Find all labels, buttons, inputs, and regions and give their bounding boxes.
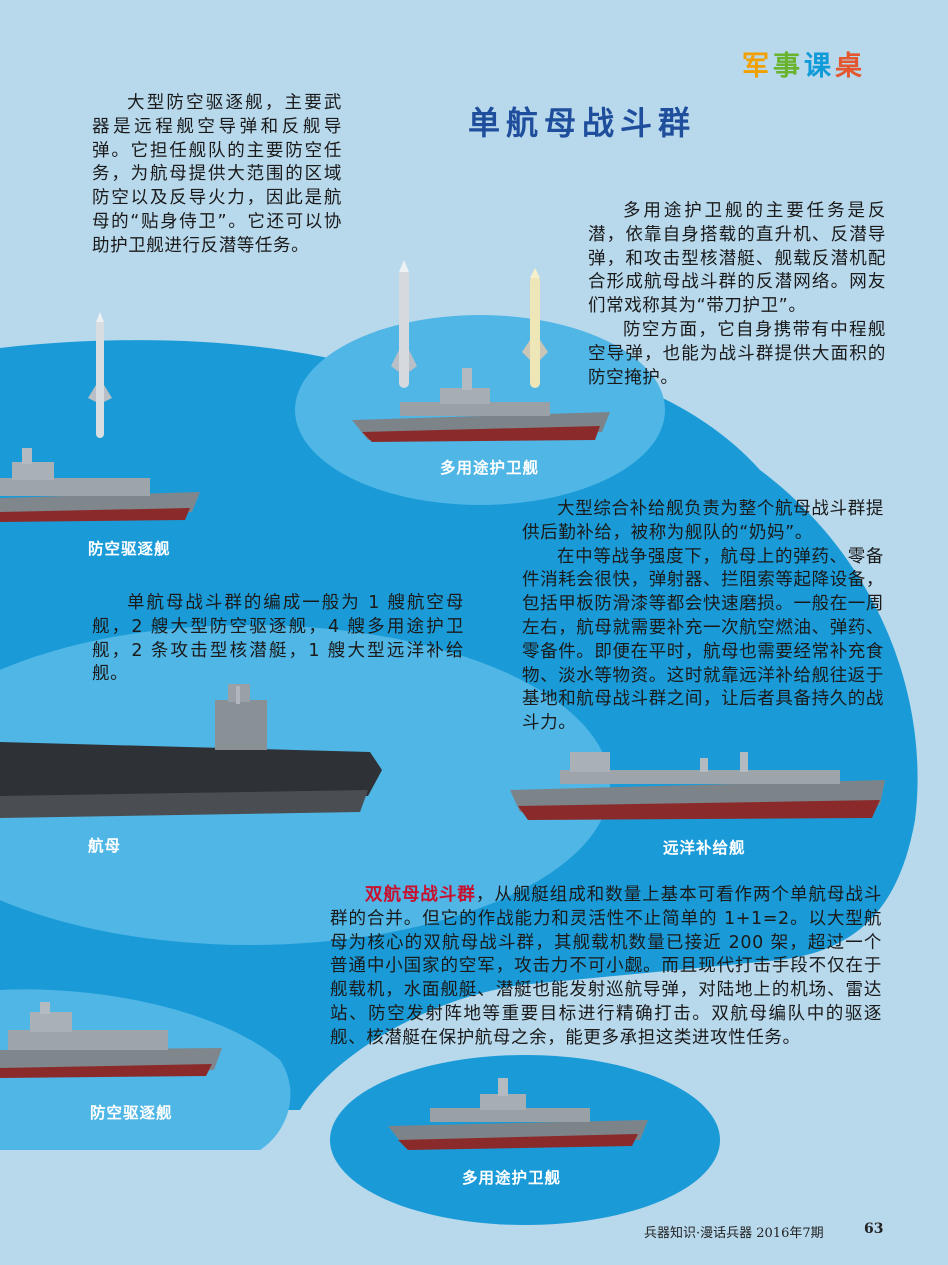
paragraph: 大型防空驱逐舰，主要武器是远程舰空导弹和反舰导弹。它担任舰队的主要防空任务，为航… <box>92 93 342 256</box>
column-tag-char: 课 <box>804 51 835 82</box>
label-supply: 远洋补给舰 <box>663 839 746 857</box>
composition-text: 单航母战斗群的编成一般为 1 艘航空母舰，2 艘大型防空驱逐舰，4 艘多用途护卫… <box>92 592 464 687</box>
carrier-ship <box>0 684 382 818</box>
paragraph: 在中等战争强度下，航母上的弹药、零备件消耗会很快，弹射器、拦阻索等起降设备，包括… <box>522 546 884 734</box>
column-tag-char: 事 <box>773 51 804 82</box>
frigate-text: 多用途护卫舰的主要任务是反潜，依靠自身搭载的直升机、反潜导弹，和攻击型核潜艇、舰… <box>588 200 886 390</box>
missile-right <box>522 268 548 388</box>
paragraph: 防空方面，它自身携带有中程舰空导弹，也能为战斗群提供大面积的防空掩护。 <box>588 319 886 388</box>
missile-left <box>88 312 112 438</box>
label-destroyer-top: 防空驱逐舰 <box>88 540 171 558</box>
paragraph: 大型综合补给舰负责为整个航母战斗群提供后勤补给，被称为舰队的“奶妈”。 <box>522 499 884 543</box>
paragraph: 双航母战斗群，从舰艇组成和数量上基本可看作两个单航母战斗群的合并。但它的作战能力… <box>330 884 882 1051</box>
supply-ship <box>510 752 885 820</box>
dual-carrier-text: 双航母战斗群，从舰艇组成和数量上基本可看作两个单航母战斗群的合并。但它的作战能力… <box>330 884 882 1051</box>
destroyer-top-ship <box>0 448 200 522</box>
label-frigate-bottom: 多用途护卫舰 <box>462 1169 562 1187</box>
column-tag-char: 军 <box>742 51 773 82</box>
paragraph-body: ，从舰艇组成和数量上基本可看作两个单航母战斗群的合并。但它的作战能力和灵活性不止… <box>330 885 882 1048</box>
frigate-bottom-ship <box>388 1078 648 1150</box>
page-title: 单航母战斗群 <box>468 104 697 142</box>
page-number: 63 <box>864 1221 884 1237</box>
label-frigate-top: 多用途护卫舰 <box>440 459 540 477</box>
frigate-top-ship <box>352 368 610 442</box>
missile-center <box>391 260 417 388</box>
destroyer-bottom-ship <box>0 1002 222 1078</box>
paragraph: 单航母战斗群的编成一般为 1 艘航空母舰，2 艘大型防空驱逐舰，4 艘多用途护卫… <box>92 593 464 685</box>
column-tag-char: 桌 <box>835 51 866 82</box>
destroyer-intro-text: 大型防空驱逐舰，主要武器是远程舰空导弹和反舰导弹。它担任舰队的主要防空任务，为航… <box>92 92 342 259</box>
label-carrier: 航母 <box>88 837 122 855</box>
supply-text: 大型综合补给舰负责为整个航母战斗群提供后勤补给，被称为舰队的“奶妈”。 在中等战… <box>522 498 884 736</box>
footer-magazine: 兵器知识·漫话兵器 2016年7期 <box>644 1226 824 1241</box>
label-destroyer-bottom: 防空驱逐舰 <box>90 1104 173 1122</box>
paragraph: 多用途护卫舰的主要任务是反潜，依靠自身搭载的直升机、反潜导弹，和攻击型核潜艇、舰… <box>588 201 886 317</box>
highlight-term: 双航母战斗群 <box>365 885 476 905</box>
column-tag: 军事课桌 <box>742 44 866 83</box>
